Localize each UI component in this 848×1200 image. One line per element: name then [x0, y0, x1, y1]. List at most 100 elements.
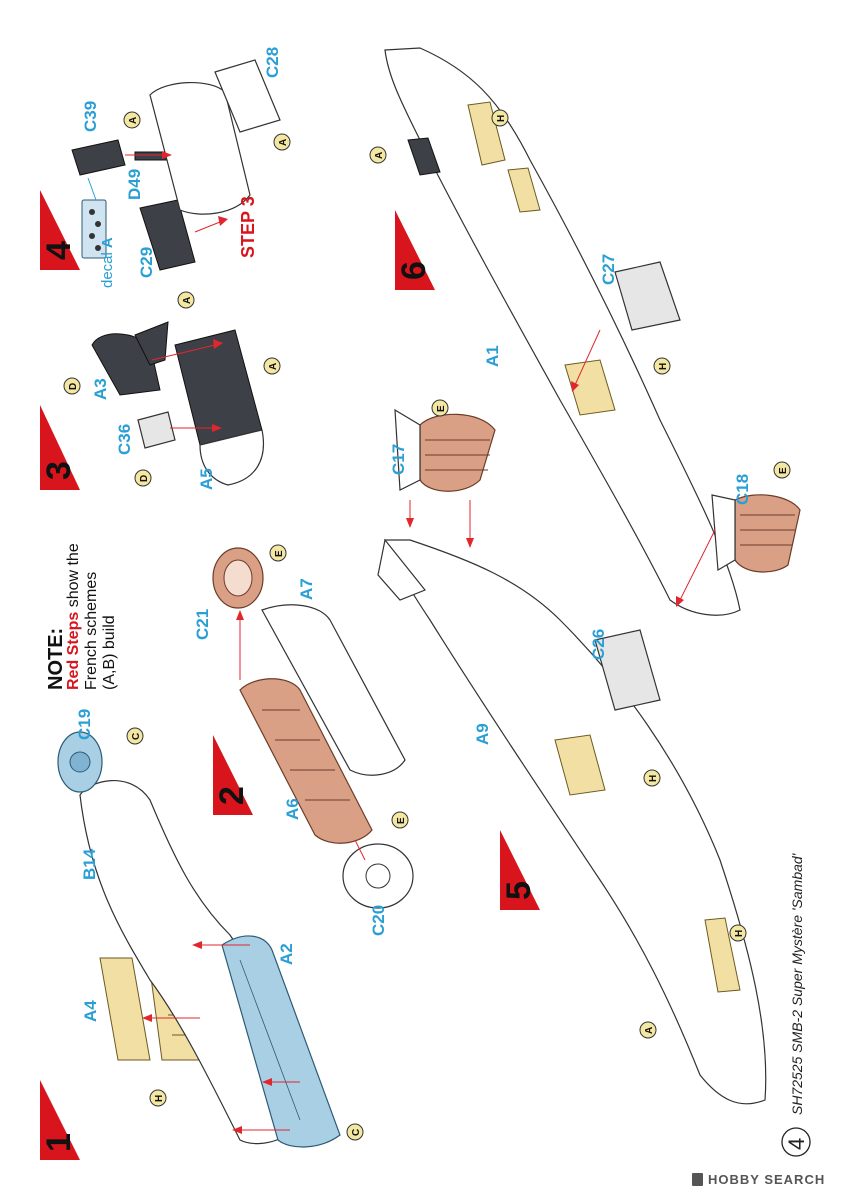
step-1-marker: 1: [40, 1080, 80, 1160]
glue-badge: H: [729, 924, 747, 942]
label-a1: A1: [483, 345, 502, 367]
svg-text:H: H: [734, 930, 745, 937]
part-c18-cover: [711, 494, 736, 572]
part-c39-shape: [71, 139, 126, 176]
part-a1-rear-yellow: [507, 167, 541, 213]
label-a7: A7: [297, 578, 316, 600]
part-a1-shape: [384, 47, 741, 616]
note-line-3: (A,B) build: [101, 615, 118, 690]
step-4-number: 4: [40, 241, 78, 260]
step-3-marker: 3: [40, 405, 80, 490]
step-6-assembly: [384, 47, 801, 616]
glue-badge: E: [431, 399, 449, 417]
label-a5: A5: [197, 468, 216, 490]
svg-text:H: H: [658, 363, 669, 370]
note-block: NOTE: Red Steps show the French schemes …: [45, 543, 118, 690]
label-c20: C20: [369, 905, 388, 936]
part-a2-shape: [221, 935, 341, 1148]
glue-badge: D: [134, 469, 152, 487]
part-a6-shape: [239, 678, 373, 844]
label-d49: D49: [125, 169, 144, 200]
part-a9-cockpit: [554, 734, 606, 796]
footer: 4 SH72525 SMB-2 Super Mystère 'Sambad' H…: [692, 852, 825, 1187]
part-a9-shape: [384, 539, 767, 1105]
label-c39: C39: [81, 101, 100, 132]
svg-text:D: D: [68, 383, 79, 390]
glue-badge: A: [123, 111, 141, 129]
step-6-number: 6: [395, 261, 433, 280]
svg-text:A: A: [374, 152, 385, 159]
decal-letter: A: [99, 237, 116, 248]
svg-text:E: E: [396, 817, 407, 824]
step-4-marker: 4: [40, 190, 80, 270]
step-2-number: 2: [213, 786, 251, 805]
step-1-assembly: [57, 731, 341, 1148]
label-c17: C17: [389, 444, 408, 475]
part-a7-shape: [261, 604, 406, 776]
part-c27-shape: [614, 261, 681, 331]
decal-word: decal: [99, 252, 116, 288]
part-a1-cockpit: [564, 359, 616, 416]
label-a6: A6: [283, 798, 302, 820]
page-number-circle: [781, 1127, 811, 1157]
glue-badge: H: [643, 769, 661, 787]
part-a9-fin: [377, 538, 426, 601]
part-a1-nose-yellow: [467, 101, 506, 166]
part-labels: A4 A2 B14 C19 C21 A7 A6 C20 C36 A3 A5 C3…: [75, 47, 752, 1022]
svg-text:H: H: [648, 775, 659, 782]
label-c21: C21: [193, 609, 212, 640]
glue-badge: A: [273, 133, 291, 151]
svg-text:D: D: [139, 475, 150, 482]
label-a9: A9: [473, 723, 492, 745]
part-c29-shape: [139, 199, 196, 271]
label-c29: C29: [137, 247, 156, 278]
label-a4: A4: [81, 1000, 100, 1022]
cockpit-tub-shape: [149, 82, 251, 215]
svg-text:A: A: [182, 297, 193, 304]
svg-text:A: A: [268, 363, 279, 370]
glue-badge: C: [126, 727, 144, 745]
note-line-1-rest: show the: [65, 543, 82, 612]
svg-text:E: E: [274, 550, 285, 557]
svg-text:C: C: [351, 1129, 362, 1136]
svg-text:A: A: [278, 139, 289, 146]
svg-text:A: A: [128, 117, 139, 124]
red-step-3-label: STEP 3: [238, 196, 258, 258]
label-c19: C19: [75, 709, 94, 740]
glue-badge: H: [653, 357, 671, 375]
step-5-assembly: [377, 408, 767, 1105]
note-heading: NOTE:: [45, 628, 67, 690]
step-1-number: 1: [40, 1133, 78, 1152]
label-a3: A3: [91, 378, 110, 400]
part-c18-shape: [734, 494, 801, 573]
label-c27: C27: [599, 254, 618, 285]
part-c36-shape: [137, 411, 176, 449]
glue-badge: C: [346, 1123, 364, 1141]
glue-badge: A: [369, 146, 387, 164]
part-a9-nose-yellow: [704, 917, 741, 993]
glue-badge: E: [391, 811, 409, 829]
part-a4-shape: [99, 957, 151, 1061]
part-a5-shape: [199, 429, 264, 486]
label-a2: A2: [277, 943, 296, 965]
step-3-assembly: [91, 321, 264, 486]
svg-text:C: C: [131, 733, 142, 740]
label-c18: C18: [733, 474, 752, 505]
page-number: 4: [784, 1138, 809, 1150]
glue-badge: E: [269, 544, 287, 562]
footer-title: SH72525 SMB-2 Super Mystère 'Sambad': [789, 852, 805, 1115]
label-c26: C26: [589, 629, 608, 660]
glue-badge: A: [639, 1021, 657, 1039]
step-5-marker: 5: [500, 830, 540, 910]
part-c17-cover: [394, 408, 421, 491]
step-6-marker: 6: [395, 210, 435, 290]
step-2-assembly: [212, 547, 414, 909]
svg-text:A: A: [644, 1027, 655, 1034]
glue-badge: H: [491, 109, 509, 127]
watermark: HOBBY SEARCH: [708, 1172, 825, 1187]
part-a1-panel: [407, 137, 441, 176]
label-c28: C28: [263, 47, 282, 78]
part-c17-shape: [419, 413, 496, 492]
step-4-assembly: [71, 59, 281, 271]
